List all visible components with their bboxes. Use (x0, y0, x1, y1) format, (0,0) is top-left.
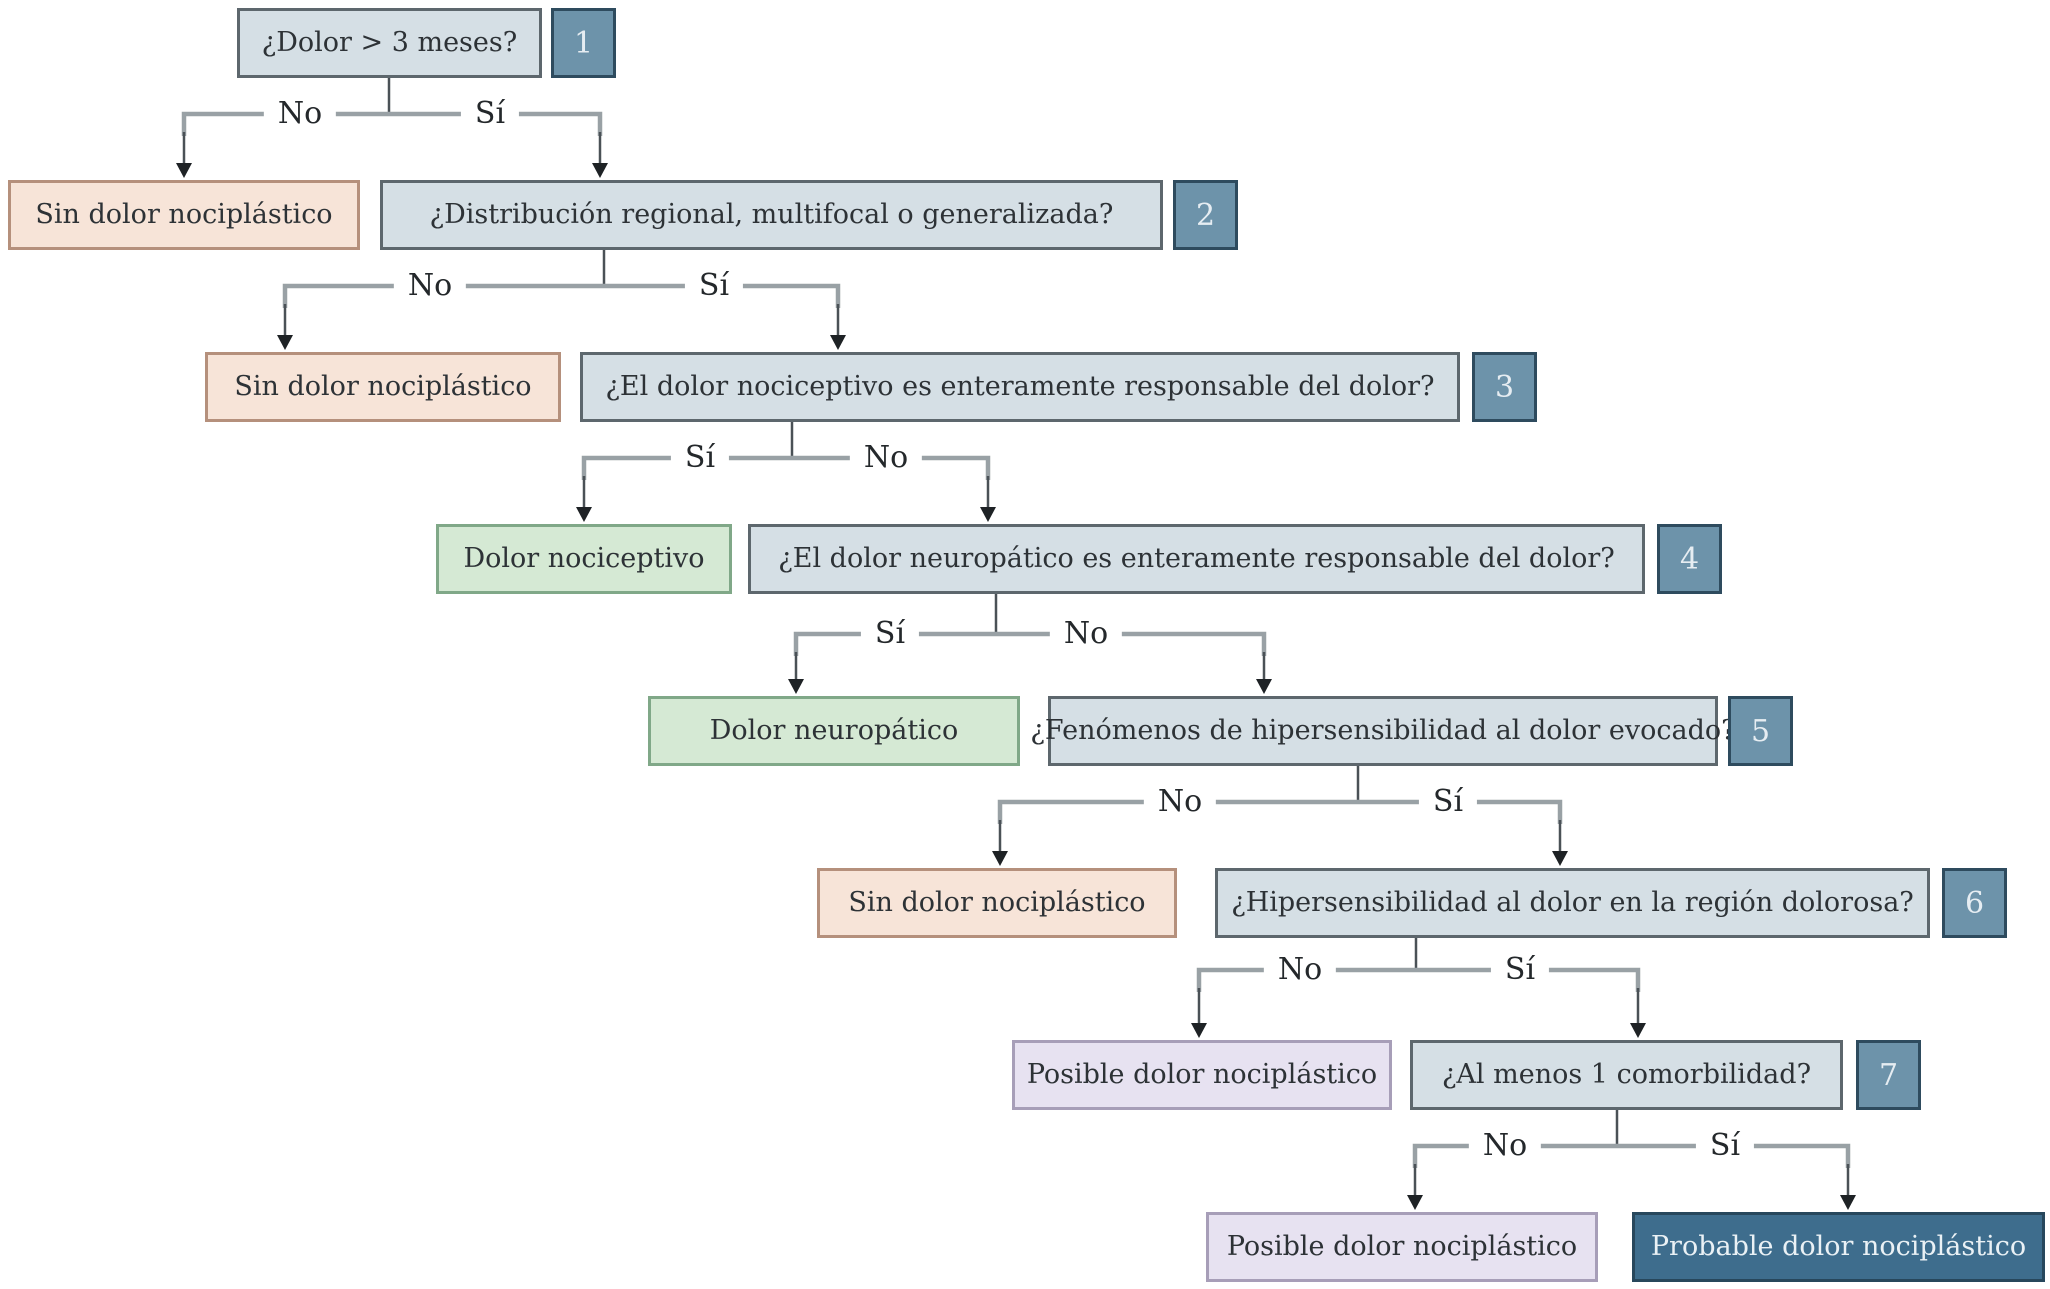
branch-label-no-q4: No (1049, 616, 1123, 652)
branch-rail-q6 (1196, 967, 1641, 992)
question-box-q7: ¿Al menos 1 comorbilidad? (1410, 1040, 1843, 1110)
outcome-box-o8: Probable dolor nociplástico (1632, 1212, 2045, 1282)
node-text: Sin dolor nociplástico (234, 371, 532, 403)
branch-label-no-q3: No (849, 440, 923, 476)
arrowhead-icon (992, 851, 1008, 866)
arrowhead-icon (1191, 1023, 1207, 1038)
node-text: ¿Al menos 1 comorbilidad? (1441, 1059, 1812, 1091)
node-text: Posible dolor nociplástico (1026, 1059, 1378, 1091)
outcome-box-o1: Sin dolor nociplástico (8, 180, 360, 250)
branch-label-no-q5: No (1143, 784, 1217, 820)
step-number-badge-7: 7 (1856, 1040, 1921, 1110)
arrowhead-icon (788, 679, 804, 694)
branch-rail-q2 (282, 283, 841, 308)
node-text: ¿Distribución regional, multifocal o gen… (429, 199, 1114, 231)
node-text: Sin dolor nociplástico (848, 887, 1146, 919)
outcome-box-o3: Dolor nociceptivo (436, 524, 732, 594)
question-box-q4: ¿El dolor neuropático es enteramente res… (748, 524, 1645, 594)
arrowhead-icon (176, 163, 192, 178)
node-text: Sin dolor nociplástico (35, 199, 333, 231)
question-box-q5: ¿Fenómenos de hipersensibilidad al dolor… (1030, 696, 1736, 766)
step-number-badge-2: 2 (1173, 180, 1238, 250)
branch-label-si-q3: Sí (670, 440, 730, 476)
branch-label-si-q2: Sí (684, 268, 744, 304)
node-text: ¿Hipersensibilidad al dolor en la región… (1231, 887, 1914, 919)
question-box-q6: ¿Hipersensibilidad al dolor en la región… (1215, 868, 1930, 938)
arrowhead-icon (592, 163, 608, 178)
node-text: Probable dolor nociplástico (1650, 1231, 2027, 1263)
arrowhead-icon (1630, 1023, 1646, 1038)
node-text: Posible dolor nociplástico (1226, 1231, 1578, 1263)
branch-label-no-q2: No (393, 268, 467, 304)
arrowhead-icon (980, 507, 996, 522)
node-text: ¿El dolor neuropático es enteramente res… (778, 543, 1615, 575)
node-text: Dolor nociceptivo (463, 543, 705, 575)
step-number-badge-5: 5 (1728, 696, 1793, 766)
step-number-badge-4: 4 (1657, 524, 1722, 594)
node-text: Dolor neuropático (709, 715, 959, 747)
step-number-badge-1: 1 (551, 8, 616, 78)
outcome-box-o4: Dolor neuropático (648, 696, 1020, 766)
question-box-q3: ¿El dolor nociceptivo es enteramente res… (580, 352, 1460, 422)
branch-rail-q7 (1412, 1143, 1851, 1168)
branch-rail-q4 (793, 631, 1267, 656)
branch-label-si-q4: Sí (860, 616, 920, 652)
outcome-box-o7: Posible dolor nociplástico (1206, 1212, 1598, 1282)
branch-rail-q3 (581, 455, 991, 480)
branch-rail-q1 (181, 111, 603, 136)
question-box-q1: ¿Dolor > 3 meses? (237, 8, 542, 78)
branch-label-si-q1: Sí (460, 96, 520, 132)
branch-label-no-q6: No (1263, 952, 1337, 988)
arrowhead-icon (576, 507, 592, 522)
branch-label-no-q1: No (263, 96, 337, 132)
arrowhead-icon (277, 335, 293, 350)
node-text: ¿Dolor > 3 meses? (261, 27, 518, 59)
arrowhead-icon (1840, 1195, 1856, 1210)
branch-label-si-q7: Sí (1695, 1128, 1755, 1164)
node-text: ¿Fenómenos de hipersensibilidad al dolor… (1030, 715, 1736, 747)
outcome-box-o5: Sin dolor nociplástico (817, 868, 1177, 938)
step-number-badge-6: 6 (1942, 868, 2007, 938)
arrowhead-icon (1407, 1195, 1423, 1210)
branch-label-si-q5: Sí (1418, 784, 1478, 820)
node-text: ¿El dolor nociceptivo es enteramente res… (605, 371, 1435, 403)
branch-label-si-q6: Sí (1490, 952, 1550, 988)
arrowhead-icon (830, 335, 846, 350)
outcome-box-o6: Posible dolor nociplástico (1012, 1040, 1392, 1110)
question-box-q2: ¿Distribución regional, multifocal o gen… (380, 180, 1163, 250)
arrowhead-icon (1552, 851, 1568, 866)
step-number-badge-3: 3 (1472, 352, 1537, 422)
branch-rail-q5 (997, 799, 1563, 824)
arrowhead-icon (1256, 679, 1272, 694)
branch-label-no-q7: No (1468, 1128, 1542, 1164)
outcome-box-o2: Sin dolor nociplástico (205, 352, 561, 422)
